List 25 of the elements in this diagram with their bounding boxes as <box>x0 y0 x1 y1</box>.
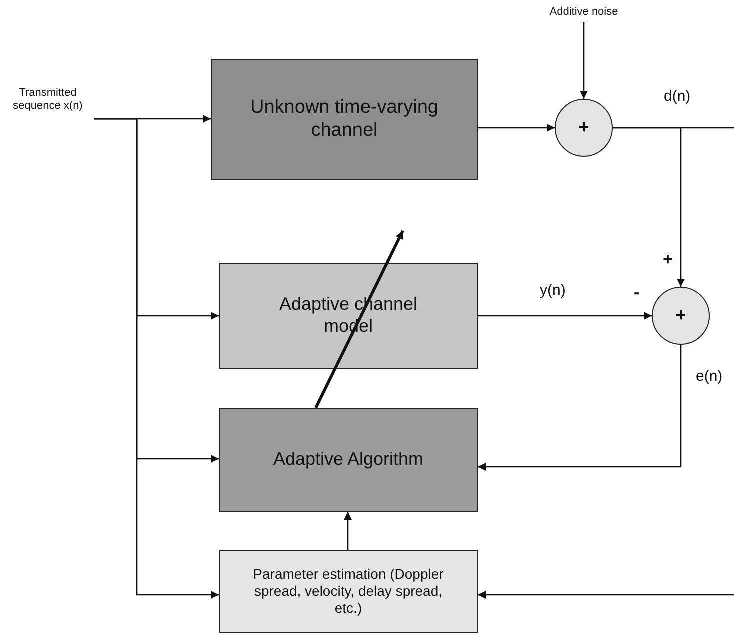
arrow <box>478 345 682 471</box>
arrow <box>478 312 652 320</box>
arrow <box>580 22 588 99</box>
process-box <box>211 59 478 180</box>
arrow <box>613 127 685 287</box>
block-label: Unknown time-varying channel <box>250 96 440 142</box>
adaptation-arrow <box>314 230 404 409</box>
arrow <box>478 591 734 599</box>
arrow <box>478 124 555 132</box>
plus-sign: + <box>674 305 688 327</box>
sign-label: - <box>634 283 640 303</box>
plus-sign: + <box>578 117 590 139</box>
block-label: Parameter estimation (Doppler spread, velocity, delay spread, etc.) <box>252 566 445 617</box>
input-label: Transmitted sequence x(n) <box>12 86 84 114</box>
edge-label: y(n) <box>540 282 566 299</box>
block-label: Adaptive Algorithm <box>272 449 425 471</box>
process-box <box>219 263 478 369</box>
arrow <box>94 118 219 599</box>
arrow <box>344 512 352 550</box>
edge-label: d(n) <box>664 88 691 105</box>
process-box <box>219 408 478 512</box>
noise-label: Additive noise <box>548 6 620 20</box>
sign-label: + <box>663 250 673 270</box>
edge-label: e(n) <box>696 368 723 385</box>
process-box <box>219 550 478 633</box>
